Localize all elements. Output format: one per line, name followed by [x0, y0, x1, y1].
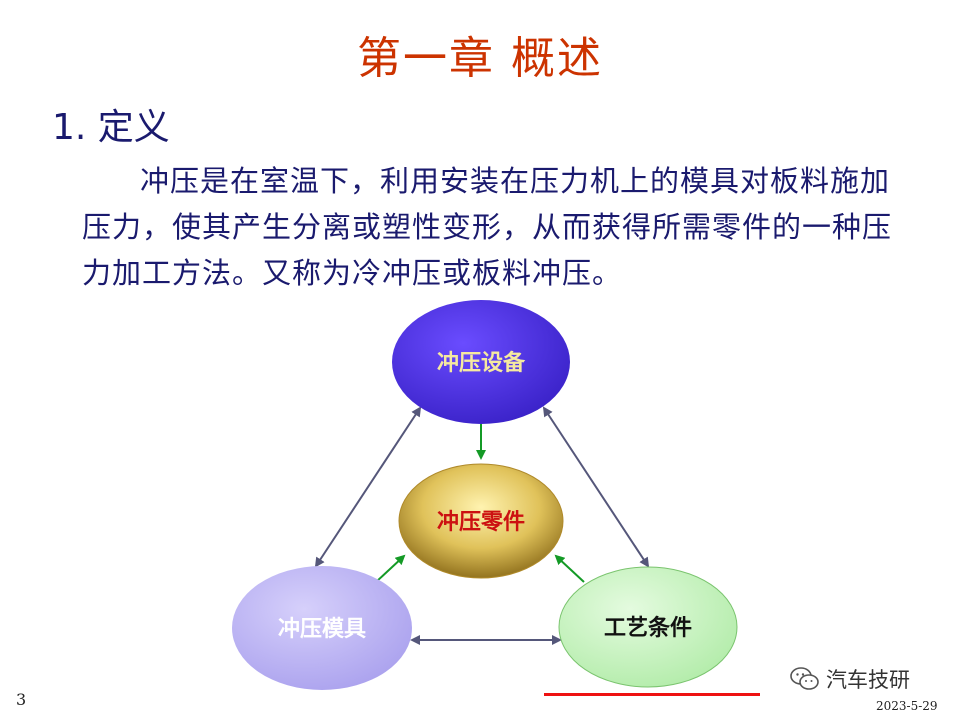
slide-date: 2023-5-29 — [876, 699, 938, 713]
node-part-label: 冲压零件 — [437, 510, 525, 535]
page-number: 3 — [16, 690, 27, 709]
wechat-icon — [790, 667, 819, 690]
node-process-label: 工艺条件 — [604, 615, 692, 641]
edge-equipment-process — [542, 406, 650, 568]
slide-title: 第一章 概述 — [357, 33, 603, 84]
watermark: 汽车技研 — [790, 664, 910, 694]
node-die — [232, 566, 412, 690]
arrow-process-to-part — [554, 554, 585, 583]
definition-paragraph: 冲压是在室温下，利用安装在压力机上的模具对板料施加压力，使其产生分离或塑性变形，… — [82, 164, 893, 290]
node-process — [558, 566, 738, 688]
node-part — [398, 463, 564, 579]
node-die-label: 冲压模具 — [278, 617, 366, 642]
watermark-text: 汽车技研 — [826, 668, 910, 692]
node-equipment-label: 冲压设备 — [437, 350, 526, 376]
accent-line — [544, 693, 760, 696]
node-equipment — [392, 300, 570, 424]
arrow-die-to-part — [375, 554, 406, 583]
edge-equipment-die — [314, 406, 422, 568]
section-heading: 1. 定义 — [52, 107, 170, 148]
